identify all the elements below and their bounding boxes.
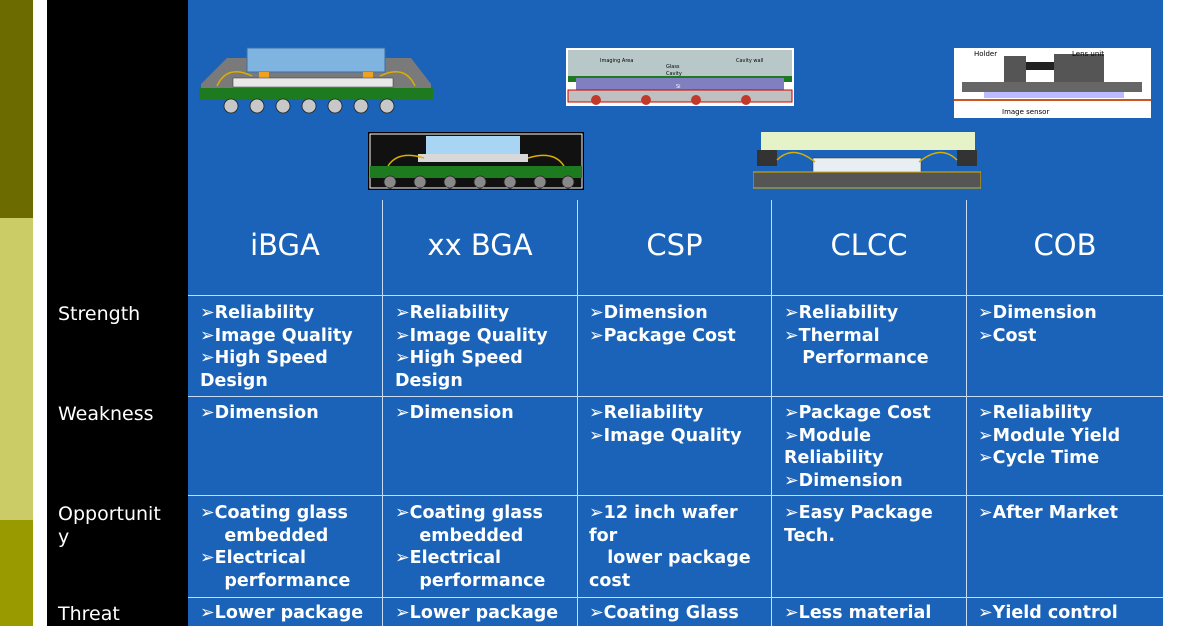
cob-package-illustration: Holder Lens unit Image sensor xyxy=(954,48,1151,118)
csp-label-si: Si xyxy=(676,84,681,90)
csp-label-glass: Glass xyxy=(666,64,680,70)
cell-threat-cob: ➢Yield control xyxy=(978,603,1118,623)
csp-label-cavity: Cavity xyxy=(666,71,682,77)
cell-opportunity-ibga: ➢Coating glass embedded ➢Electrical perf… xyxy=(200,503,351,591)
csp-label-imaging-area: Imaging Area xyxy=(600,58,633,64)
column-header-clcc: CLCC xyxy=(830,228,908,262)
cell-weakness-cob: ➢Reliability ➢Module Yield ➢Cycle Time xyxy=(978,403,1121,468)
column-header-ibga: iBGA xyxy=(250,228,320,262)
row-divider xyxy=(188,396,1163,397)
column-header-cob: COB xyxy=(1033,228,1097,262)
xxbga-package-illustration xyxy=(368,132,584,190)
cell-opportunity-clcc: ➢Easy Package Tech. xyxy=(784,503,933,546)
cell-weakness-ibga: ➢Dimension xyxy=(200,403,319,423)
cell-weakness-xxbga: ➢Dimension xyxy=(395,403,514,423)
row-divider xyxy=(188,295,1163,296)
cell-opportunity-csp: ➢12 inch wafer for lower package cost xyxy=(589,503,751,591)
cell-threat-clcc: ➢Less material xyxy=(784,603,932,623)
column-header-xxbga: xx BGA xyxy=(427,228,533,262)
cob-label-lens-unit: Lens unit xyxy=(1072,50,1104,58)
left-accent-bar xyxy=(0,0,33,626)
cell-threat-ibga: ➢Lower package xyxy=(200,603,364,623)
cell-strength-ibga: ➢Reliability ➢Image Quality ➢High Speed … xyxy=(200,303,353,391)
cell-strength-csp: ➢Dimension ➢Package Cost xyxy=(589,303,736,346)
column-divider xyxy=(966,200,967,626)
cob-label-holder: Holder xyxy=(974,50,997,58)
row-divider xyxy=(188,495,1163,496)
column-divider xyxy=(771,200,772,626)
row-divider xyxy=(188,597,1163,598)
row-label-threat: Threat xyxy=(58,603,120,625)
column-header-csp: CSP xyxy=(646,228,703,262)
cell-threat-xxbga: ➢Lower package xyxy=(395,603,559,623)
cell-strength-clcc: ➢Reliability ➢Thermal Performance xyxy=(784,303,929,368)
cell-weakness-csp: ➢Reliability ➢Image Quality xyxy=(589,403,742,446)
cell-opportunity-cob: ➢After Market xyxy=(978,503,1119,523)
row-label-opportunity: Opportunity xyxy=(58,503,161,548)
accent-bar-middle xyxy=(0,218,33,520)
csp-package-illustration: Imaging Area Glass Cavity wall Cavity Si xyxy=(566,48,794,106)
cell-threat-csp: ➢Coating Glass xyxy=(589,603,739,623)
row-label-weakness: Weakness xyxy=(58,403,154,425)
cell-opportunity-xxbga: ➢Coating glass embedded ➢Electrical perf… xyxy=(395,503,546,591)
ibga-package-illustration xyxy=(197,44,435,116)
accent-bar-top xyxy=(0,0,33,218)
column-divider xyxy=(382,200,383,626)
clcc-package-illustration xyxy=(752,132,982,190)
csp-label-cavity-wall: Cavity wall xyxy=(736,58,763,64)
cell-weakness-clcc: ➢Package Cost ➢Module Reliability ➢Dimen… xyxy=(784,403,931,491)
column-divider xyxy=(577,200,578,626)
cob-label-image-sensor: Image sensor xyxy=(1002,108,1049,116)
cell-strength-xxbga: ➢Reliability ➢Image Quality ➢High Speed … xyxy=(395,303,548,391)
cell-strength-cob: ➢Dimension ➢Cost xyxy=(978,303,1097,346)
row-label-strength: Strength xyxy=(58,303,141,325)
accent-bar-bottom xyxy=(0,520,33,626)
